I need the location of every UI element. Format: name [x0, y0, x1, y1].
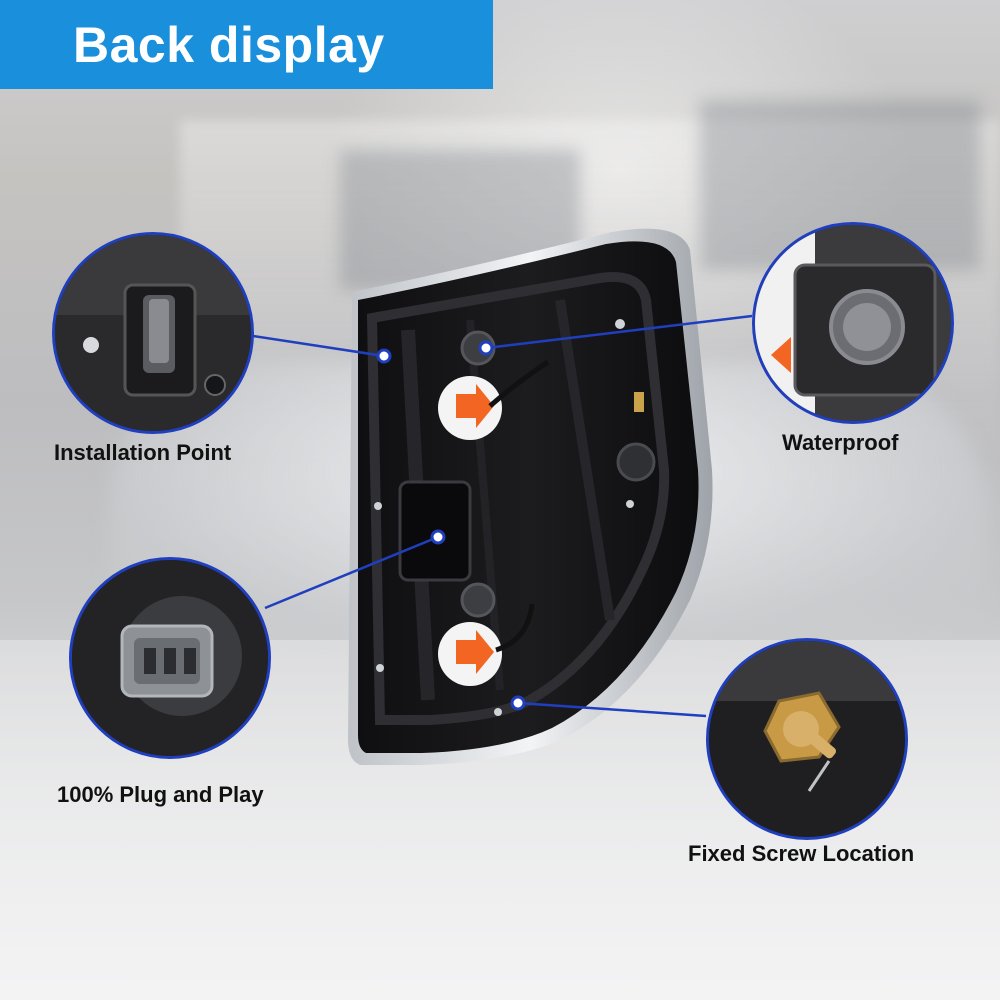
- plug-and-play-closeup: [72, 560, 268, 756]
- waterproof-closeup: [755, 225, 951, 421]
- callout-pointer-dots: [376, 340, 526, 711]
- label-fixed-screw-location: Fixed Screw Location: [688, 841, 915, 866]
- callout-fixed-screw-location: [706, 638, 908, 840]
- label-waterproof: Waterproof: [782, 430, 899, 455]
- callout-installation-point: [52, 232, 254, 434]
- installation-point-closeup: [55, 235, 251, 431]
- label-plug-and-play: 100% Plug and Play: [57, 782, 264, 807]
- callout-plug-and-play: [69, 557, 271, 759]
- fixed-screw-closeup: [709, 641, 905, 837]
- callout-pointer-lines: [252, 314, 753, 718]
- arrow-icon: [456, 630, 494, 674]
- label-installation-point: Installation Point: [54, 440, 232, 465]
- callout-waterproof: [752, 222, 954, 424]
- page-title: Back display: [73, 16, 385, 73]
- arrow-icon: [456, 384, 494, 428]
- title-banner: Back display: [0, 0, 493, 89]
